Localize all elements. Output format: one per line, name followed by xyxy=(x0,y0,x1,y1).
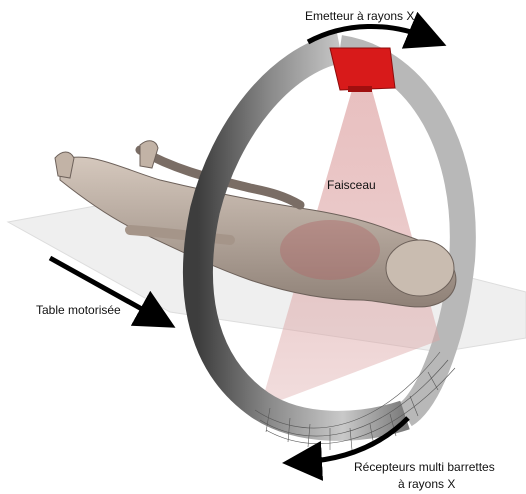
beam-label: Faisceau xyxy=(327,178,376,192)
emitter-label: Emetteur à rayons X xyxy=(305,9,414,23)
xray-emitter-window xyxy=(348,86,372,92)
table-label: Table motorisée xyxy=(36,303,121,317)
receivers-label-line1: Récepteurs multi barrettes xyxy=(354,460,495,474)
receivers-label-line2: à rayons X xyxy=(398,477,455,491)
xray-emitter xyxy=(330,48,395,90)
